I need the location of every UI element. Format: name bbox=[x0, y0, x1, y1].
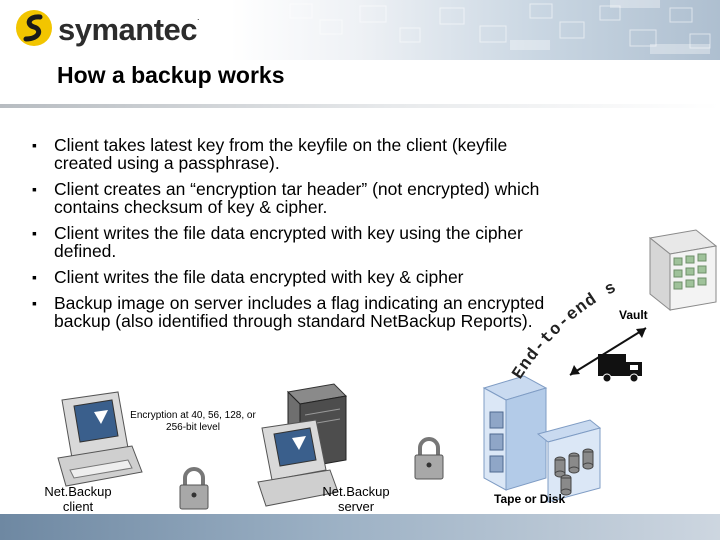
bullet-item: Client writes the file data encrypted wi… bbox=[32, 224, 552, 260]
bullet-item: Client creates an “encryption tar header… bbox=[32, 180, 552, 216]
padlock-icon bbox=[179, 467, 209, 510]
client-label: Net.Backup client bbox=[44, 484, 112, 514]
bullet-item: Client takes latest key from the keyfile… bbox=[32, 136, 552, 172]
footer-bar bbox=[0, 514, 720, 540]
bullet-item: Backup image on server includes a flag i… bbox=[32, 294, 552, 330]
bullet-item: Client writes the file data encrypted wi… bbox=[32, 268, 552, 286]
storage-array-icon bbox=[482, 375, 602, 503]
client-computer-icon bbox=[57, 391, 143, 487]
vault-building-icon bbox=[648, 229, 718, 312]
transport-arrow-icon bbox=[569, 327, 647, 376]
server-label: Net.Backup server bbox=[322, 484, 390, 514]
encryption-note: Encryption at 40, 56, 128, or 256-bit le… bbox=[130, 410, 256, 433]
storage-label: Tape or Disk bbox=[494, 492, 566, 506]
end-to-end-text: End-to-end security bbox=[0, 0, 620, 383]
brand-name: symantec. bbox=[58, 12, 200, 47]
vault-label: Vault bbox=[619, 308, 648, 322]
banner-tile-pattern bbox=[289, 0, 711, 54]
server-computer-icon bbox=[257, 383, 348, 507]
padlock-icon bbox=[414, 437, 444, 480]
slide-title: How a backup works bbox=[57, 62, 285, 88]
bullet-list: Client takes latest key from the keyfile… bbox=[32, 136, 552, 338]
end-to-end-security-label: End-to-end security bbox=[0, 0, 620, 383]
title-divider bbox=[0, 104, 720, 108]
header-banner: symantec. bbox=[0, 0, 720, 60]
truck-icon bbox=[598, 354, 642, 383]
symantec-logo-icon bbox=[16, 10, 52, 46]
